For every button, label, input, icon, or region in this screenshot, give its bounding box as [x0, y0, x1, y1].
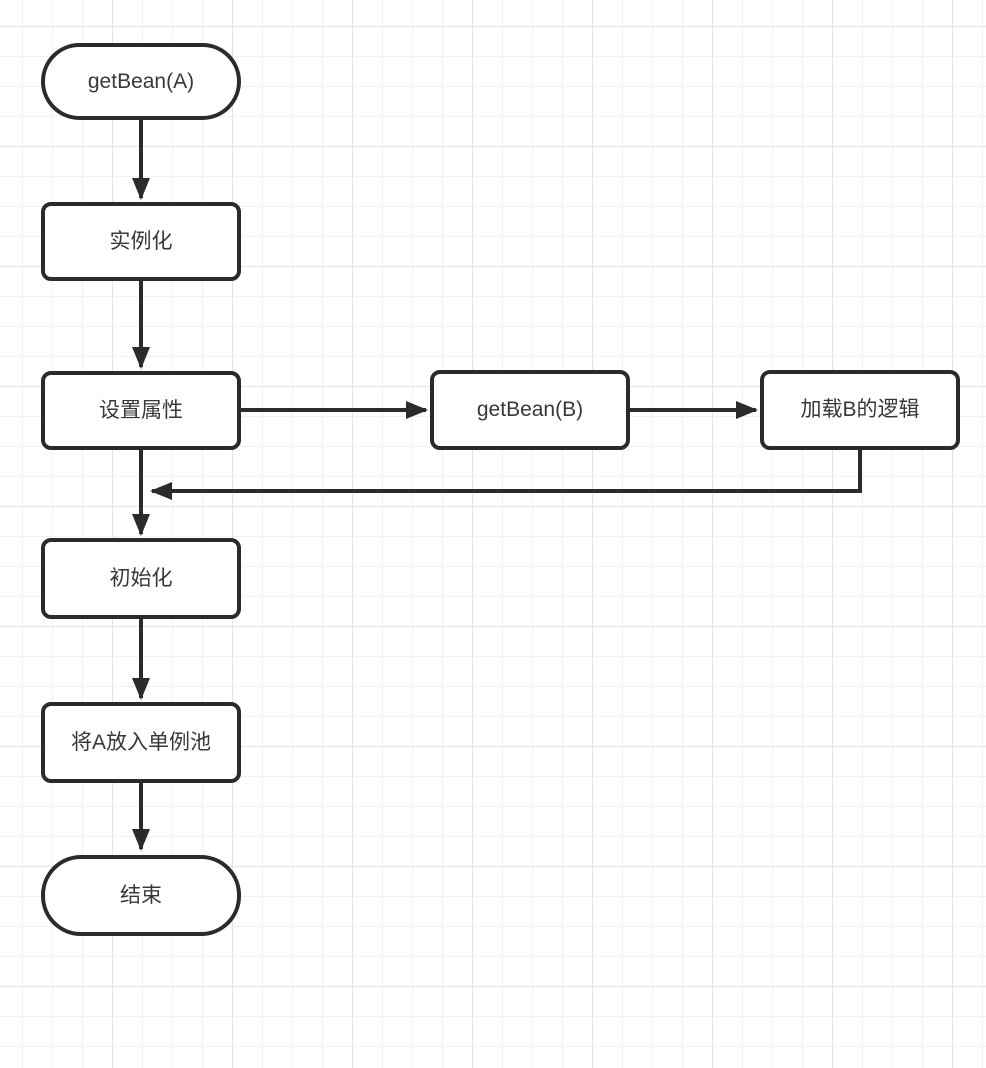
- flow-node-initialize[interactable]: 初始化: [41, 538, 241, 619]
- flow-node-set-properties-label: 设置属性: [99, 398, 183, 422]
- flow-node-singleton-pool-label: 将A放入单例池: [70, 730, 211, 754]
- flow-node-getbean-b-label: getBean(B): [476, 398, 584, 422]
- flow-node-end-label: 结束: [120, 883, 162, 907]
- flow-node-getbean-b[interactable]: getBean(B): [430, 370, 630, 450]
- flow-node-singleton-pool[interactable]: 将A放入单例池: [41, 702, 241, 783]
- flow-node-start[interactable]: getBean(A): [41, 43, 241, 120]
- flow-node-initialize-label: 初始化: [109, 566, 173, 590]
- flow-node-start-label: getBean(A): [87, 69, 195, 93]
- flow-node-instantiate-label: 实例化: [109, 229, 173, 253]
- flow-node-set-properties[interactable]: 设置属性: [41, 371, 241, 450]
- flow-node-end[interactable]: 结束: [41, 855, 241, 936]
- flow-node-instantiate[interactable]: 实例化: [41, 202, 241, 281]
- edge-loadBlogic-return[interactable]: [150, 450, 862, 500]
- flow-node-load-b-logic-label: 加载B的逻辑: [800, 398, 920, 422]
- flow-node-load-b-logic[interactable]: 加载B的逻辑: [760, 370, 960, 450]
